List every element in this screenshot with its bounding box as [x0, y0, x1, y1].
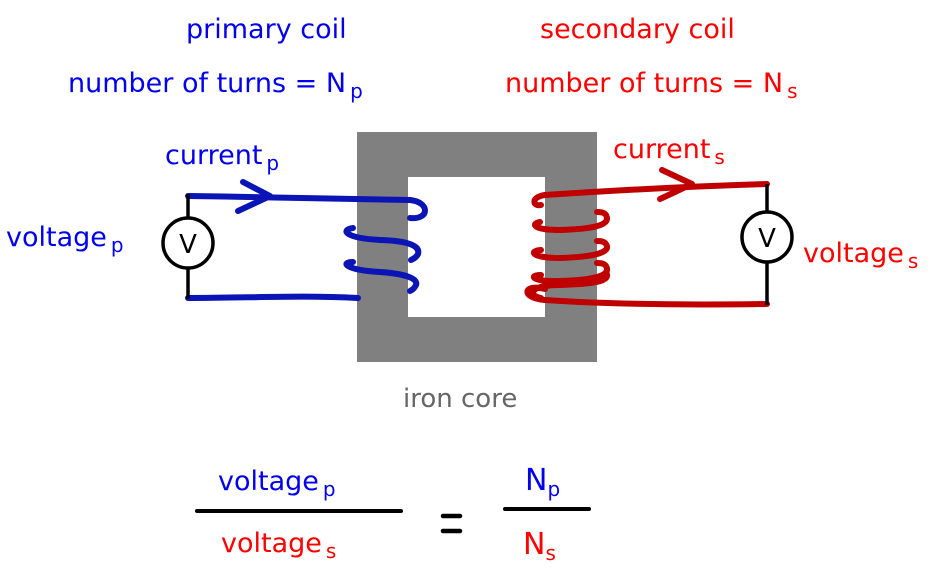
secondary-coil-heading: secondary coil	[540, 14, 735, 45]
secondary-voltmeter-symbol: V	[758, 224, 776, 254]
primary-arrow	[235, 179, 273, 214]
primary-voltage-text: voltage	[6, 222, 107, 253]
primary-turns-text: number of turns = N	[68, 68, 347, 99]
primary-voltage-subscript: p	[110, 233, 124, 257]
secondary-turns-text: number of turns = N	[505, 68, 784, 99]
secondary-voltage-text: voltage	[803, 238, 904, 269]
equation-lhs-denominator-text: voltage	[221, 528, 322, 559]
primary-top-wire	[185, 193, 413, 203]
secondary-voltmeter	[740, 184, 794, 305]
voltmeter-circle	[161, 216, 215, 270]
primary-current-text: current	[165, 140, 263, 171]
equation-lhs-denominator-sub: s	[325, 539, 337, 563]
equation-rhs-denominator: Ns	[523, 527, 556, 564]
voltmeter-circle	[740, 210, 794, 264]
equation-rhs-numerator-text: N	[525, 463, 548, 498]
equation-rhs-denominator-text: N	[523, 527, 546, 562]
secondary-circuit	[524, 167, 770, 308]
secondary-current-subscript: s	[714, 145, 725, 169]
secondary-bottom-wire	[542, 297, 770, 308]
iron-core	[357, 132, 597, 362]
iron-core-label: iron core	[403, 384, 518, 414]
secondary-coil	[524, 192, 611, 303]
primary-bottom-wire	[185, 293, 361, 301]
equation-rhs-numerator-sub: p	[547, 477, 561, 501]
secondary-top-wire	[542, 181, 770, 198]
equation-rhs-numerator: Np	[525, 463, 560, 500]
primary-voltmeter	[161, 194, 215, 299]
primary-current-subscript: p	[266, 151, 280, 175]
primary-turns-subscript: p	[350, 79, 363, 103]
primary-voltmeter-symbol: V	[179, 230, 197, 260]
equals-sign	[440, 513, 463, 534]
primary-circuit	[185, 179, 428, 301]
secondary-current-text: current	[613, 134, 711, 165]
primary-coil	[343, 197, 428, 294]
equation-lhs-numerator-sub: p	[322, 477, 336, 501]
equation-rhs-denominator-sub: s	[545, 541, 556, 565]
secondary-turns-subscript: s	[787, 79, 798, 103]
secondary-arrow	[657, 167, 695, 202]
equation-lhs-numerator-text: voltage	[218, 466, 319, 497]
primary-coil-heading: primary coil	[186, 14, 347, 45]
secondary-voltage-subscript: s	[907, 249, 919, 273]
